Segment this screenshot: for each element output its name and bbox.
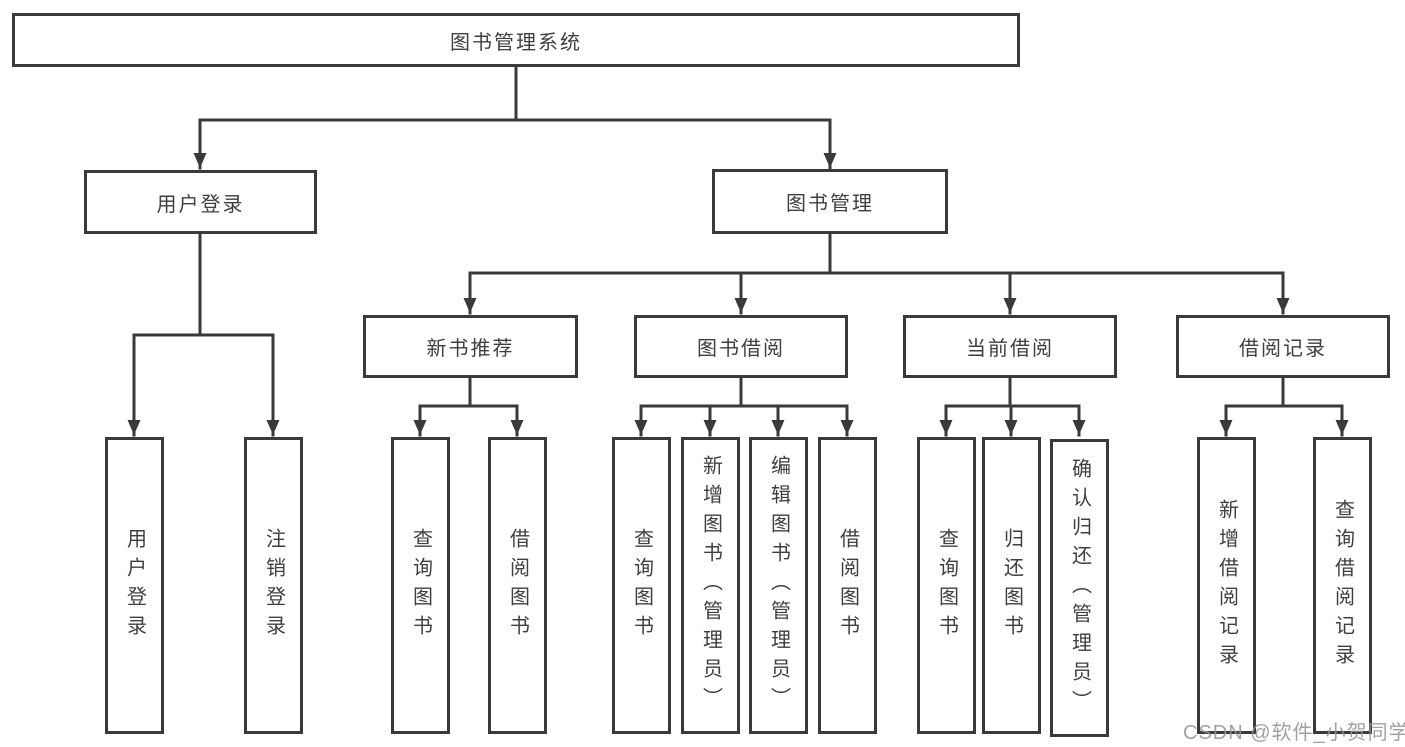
leaf-label: 用户登录 (123, 527, 146, 644)
leaf-query-borrow-record: 查询借阅记录 (1313, 437, 1372, 734)
leaf-label: 归还图书 (1000, 527, 1023, 644)
leaf-query-books-recommend: 查询图书 (391, 437, 450, 734)
leaf-label: 借阅图书 (836, 527, 859, 644)
leaf-query-books-borrow: 查询图书 (612, 437, 671, 734)
leaf-label: 查询图书 (409, 527, 432, 644)
leaf-user-login: 用户登录 (105, 437, 164, 734)
leaf-label: 编辑图书（管理员） (767, 455, 790, 716)
leaf-label: 借阅图书 (506, 527, 529, 644)
node-book-management: 图书管理 (712, 169, 948, 234)
leaf-borrow-books: 借阅图书 (818, 437, 877, 734)
leaf-label: 注销登录 (262, 527, 285, 644)
leaf-confirm-return-admin: 确认归还（管理员） (1050, 439, 1109, 737)
node-user-login: 用户登录 (84, 170, 317, 234)
leaf-query-books-current: 查询图书 (917, 437, 976, 734)
leaf-label: 确认归还（管理员） (1068, 457, 1091, 719)
leaf-borrow-books-recommend: 借阅图书 (488, 437, 547, 734)
leaf-edit-book-admin: 编辑图书（管理员） (749, 437, 808, 734)
leaf-label: 查询图书 (630, 527, 653, 644)
leaf-label: 新增图书（管理员） (699, 455, 722, 716)
leaf-add-borrow-record: 新增借阅记录 (1197, 437, 1256, 734)
leaf-label: 新增借阅记录 (1215, 498, 1238, 673)
leaf-label: 查询借阅记录 (1331, 498, 1354, 673)
leaf-add-book-admin: 新增图书（管理员） (681, 437, 740, 734)
node-root-library-system: 图书管理系统 (12, 13, 1020, 67)
node-borrow-records: 借阅记录 (1176, 315, 1390, 378)
node-book-borrow: 图书借阅 (634, 315, 848, 378)
node-current-borrow: 当前借阅 (903, 315, 1117, 378)
node-new-book-recommend: 新书推荐 (363, 315, 578, 378)
leaf-label: 查询图书 (935, 527, 958, 644)
leaf-logout: 注销登录 (244, 437, 303, 734)
csdn-watermark: CSDN @软件_小贺同学 (1183, 722, 1405, 744)
leaf-return-book: 归还图书 (982, 437, 1041, 734)
